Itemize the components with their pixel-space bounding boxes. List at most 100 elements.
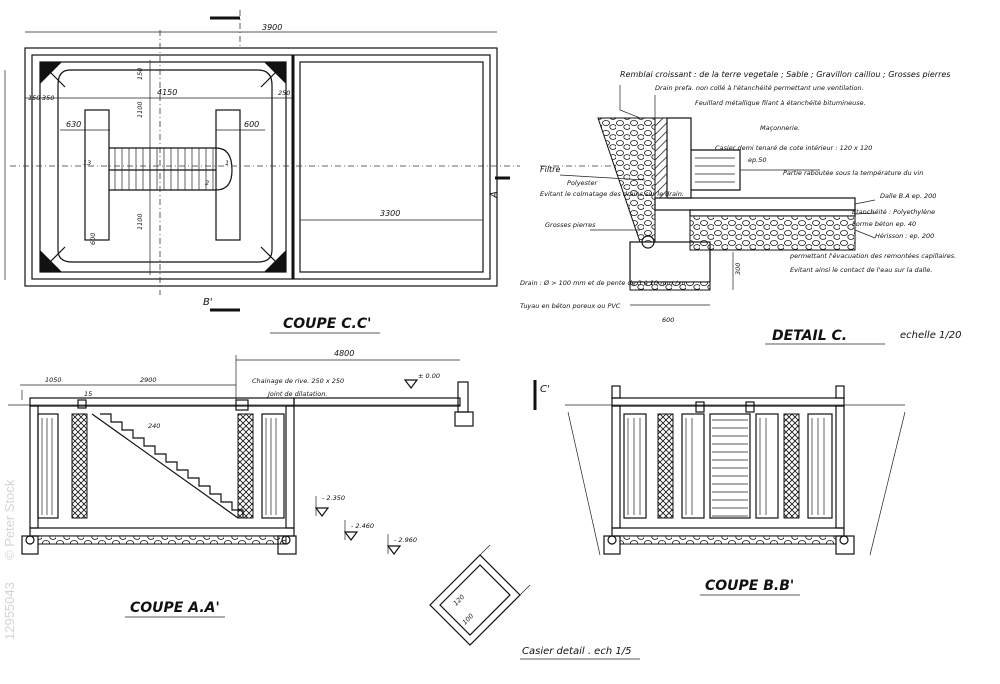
watermark-id: 12955043 — [2, 582, 17, 640]
detail-leader-remblai — [619, 85, 641, 119]
sec-aa-casier-2 — [71, 413, 88, 519]
plan-corner-fill-bl — [40, 250, 62, 272]
sec-aa-dim-240: 240 — [148, 422, 160, 430]
plan-section-mark-a: A — [489, 191, 500, 199]
sec-aa-casier-lines — [41, 418, 277, 515]
watermark-credit: © Peter Stock — [2, 479, 17, 560]
sec-aa-level-0 — [403, 379, 419, 389]
sec-bb-excavation — [567, 411, 906, 556]
sec-bb-casier-5 — [783, 413, 800, 519]
sec-bb-casier-3 — [681, 413, 705, 519]
detail-label-casier: Casier demi tenaré de cote intérieur : 1… — [715, 144, 872, 152]
sec-aa-drain-r — [281, 535, 291, 545]
detail-scale: echelle 1/20 — [900, 330, 961, 341]
detail-label-permettant: permettant l'évacuation des remontées ca… — [789, 252, 956, 260]
sec-bb-top-slab — [611, 397, 845, 407]
detail-label-polyester: Polyester — [567, 179, 598, 187]
sec-aa-joint: Joint de dilatation. — [266, 390, 327, 398]
sec-bb-casier-lines — [627, 418, 825, 515]
detail-forme-beton — [689, 209, 856, 217]
plan-dim-3300-label: 3300 — [380, 209, 400, 218]
sec-aa-ext-slab — [293, 397, 461, 407]
sec-aa-left-wall — [29, 405, 39, 529]
sec-aa-herisson — [37, 535, 287, 545]
sec-bb-stair-lines — [712, 419, 748, 517]
sec-aa-casier-3 — [237, 413, 254, 519]
casier-title: Casier detail . ech 1/5 — [522, 646, 631, 657]
sec-aa-dim-2900: 2900 — [140, 376, 157, 384]
detail-label-filtre: Filtre — [540, 165, 560, 174]
sec-aa-section-mark: C' — [540, 384, 550, 395]
sec-bb-herisson — [619, 535, 837, 545]
plan-dim-600-v: 600 — [89, 233, 97, 245]
plan-dim-3900: 3900 — [262, 23, 282, 32]
sec-bb-floor — [611, 527, 845, 537]
detail-wall-face — [666, 117, 692, 199]
plan-stair-treads — [114, 148, 214, 190]
detail-title: DETAIL C. — [772, 328, 847, 344]
detail-casier-lines — [695, 157, 735, 183]
plan-view: 3900 150 350 4150 250 630 600 3300 1100 … — [4, 10, 520, 334]
plan-stair-num-13: 13 — [83, 159, 91, 167]
detail-base-stones — [629, 281, 711, 291]
sec-bb-stair — [709, 413, 751, 519]
detail-label-feuillard: Feuillard métallique filant à étanchéité… — [695, 99, 866, 107]
detail-c: Remblai croissant : de la terre vegetale… — [520, 70, 961, 345]
sec-aa-footing-l — [21, 535, 39, 555]
sec-aa-edge-footing — [454, 411, 474, 427]
casier-detail: 120 100 Casier detail . ech 1/5 — [429, 544, 640, 660]
sec-aa-right-wall — [285, 405, 295, 529]
detail-leader-filtre — [559, 174, 646, 181]
sec-aa-edge — [457, 381, 469, 413]
plan-outer-wall — [24, 47, 498, 287]
sec-aa-title: COUPE A.A' — [130, 600, 220, 616]
sec-bb-parapet-r — [835, 385, 845, 399]
detail-label-evitant2: Evitant ainsi le contact de l'eau sur la… — [790, 266, 932, 274]
sec-bb-drain-r — [839, 535, 849, 545]
sec-aa-zero: ± 0.00 — [418, 372, 440, 380]
plan-dim-250: 250 — [278, 89, 290, 97]
sec-bb-drain-l — [607, 535, 617, 545]
sec-aa-level-2460-label: - 2.460 — [351, 522, 374, 530]
sec-aa-floor — [29, 527, 295, 537]
detail-label-partie: Partie raboutée sous la température du v… — [783, 169, 923, 177]
plan-dim-630-label: 630 — [66, 120, 81, 129]
detail-leader-dalle — [854, 199, 876, 205]
sec-bb-parapet-l — [611, 385, 621, 399]
sec-bb-box-1 — [695, 401, 705, 413]
plan-inner-wall — [31, 54, 491, 280]
plan-dim-1100-b: 1100 — [136, 213, 144, 230]
detail-label-remblai: Remblai croissant : de la terre vegetale… — [620, 70, 950, 79]
sec-aa-stair-steps — [100, 413, 244, 518]
plan-casier-outline — [57, 69, 273, 263]
plan-stair-left-block — [84, 109, 110, 241]
plan-title: COUPE C.C' — [283, 316, 371, 332]
watermark: © Peter Stock 12955043 — [2, 479, 17, 640]
detail-label-herisson: Hérisson : ep. 200 — [875, 232, 934, 240]
sec-aa-level-2960-label: - 2.960 — [394, 536, 417, 544]
plan-dim-350: 350 — [42, 94, 54, 102]
detail-backfill-stones — [597, 117, 656, 243]
sec-bb-casier-2 — [657, 413, 674, 519]
sec-aa-drain-l — [25, 535, 35, 545]
sec-bb-footing-l — [603, 535, 621, 555]
casier-outer — [429, 554, 521, 646]
plan-corner-diagonals — [39, 61, 287, 273]
detail-label-evitant: Evitant le colmatage des drains sur le d… — [540, 190, 684, 198]
plan-stair-rails — [109, 147, 216, 191]
detail-label-dalle: Dalle B.A ep. 200 — [880, 192, 936, 200]
plan-dim-1100-a: 1100 — [136, 101, 144, 118]
plan-stair-num-2: 2 — [205, 179, 209, 187]
sec-aa-level-2350 — [314, 507, 330, 517]
plan-section-mark-b: B' — [203, 297, 213, 308]
plan-right-room — [299, 61, 484, 273]
sec-aa-chainage-box — [235, 399, 249, 411]
plan-dim-150-v: 150 — [136, 68, 144, 80]
plan-dim-4150: 4150 — [157, 88, 177, 97]
sec-bb-casier-1 — [623, 413, 647, 519]
detail-label-ep50: ep.50 — [748, 156, 766, 164]
casier-dim-120: 120 — [452, 593, 466, 607]
detail-label-maconnerie: Maçonnerie. — [760, 124, 800, 132]
sec-aa-casier-4 — [261, 413, 285, 519]
